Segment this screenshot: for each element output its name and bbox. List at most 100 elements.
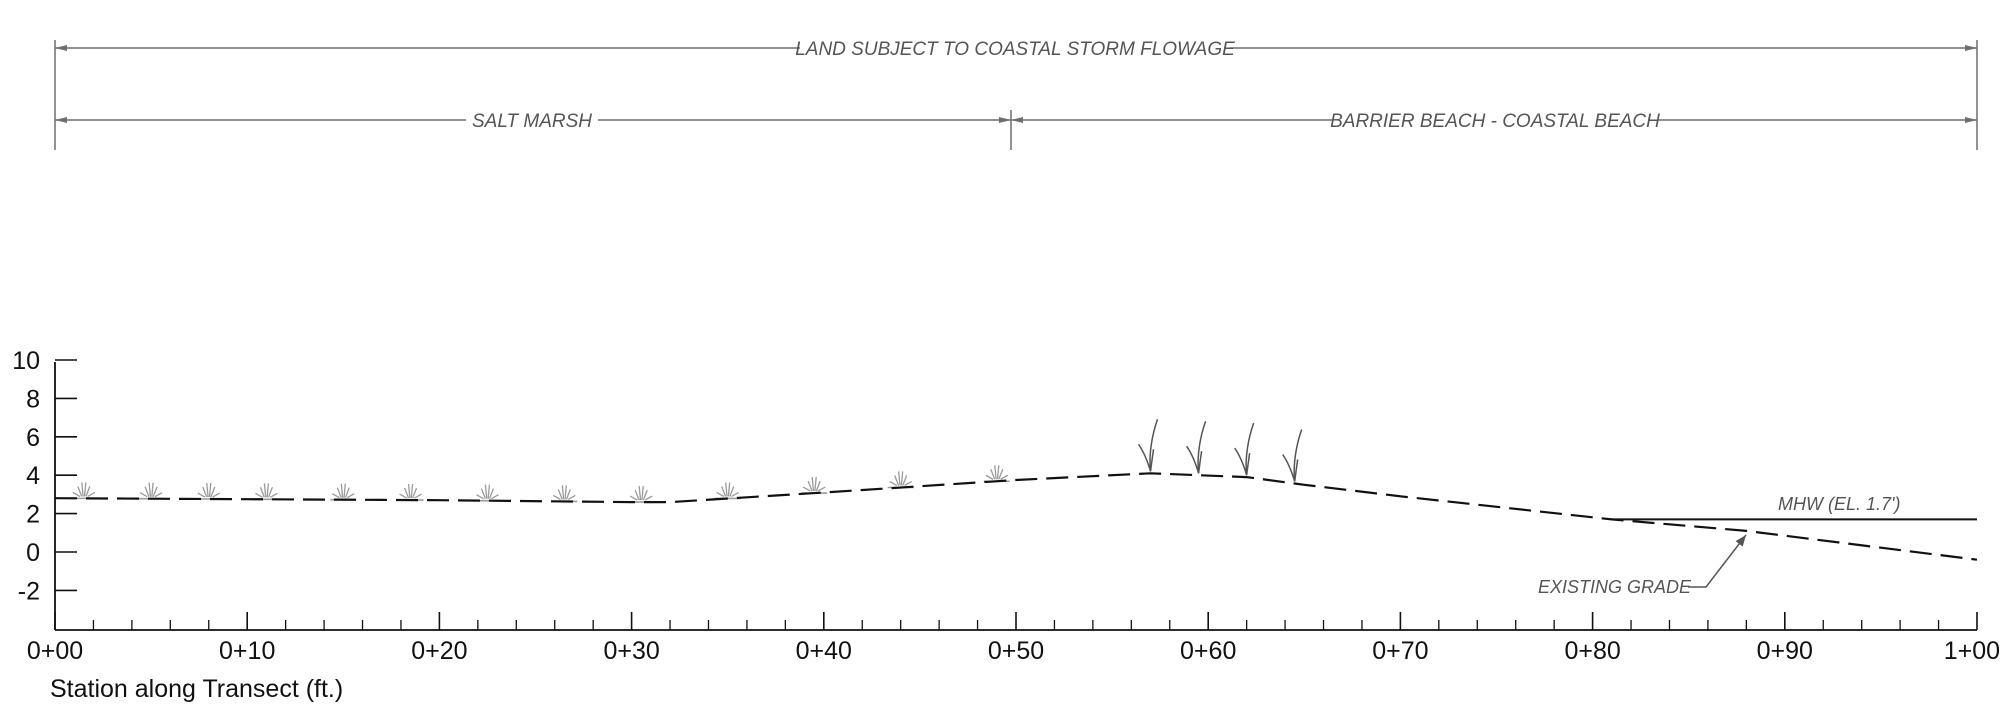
marsh-symbol-blade <box>197 492 206 498</box>
marsh-symbol-blade <box>629 495 638 501</box>
marsh-symbol-blade <box>642 489 648 501</box>
marsh-symbol-blade <box>144 486 150 497</box>
marsh-symbol-blade <box>638 486 642 501</box>
dune-grass-icon <box>1137 419 1159 472</box>
marsh-symbol-blade <box>210 486 216 498</box>
marsh-symbol-blade <box>81 482 84 497</box>
dune-grass-icon <box>1185 420 1207 474</box>
marsh-symbol-blade <box>83 482 87 497</box>
marsh-symbol-blade <box>340 483 344 498</box>
salt-marsh-grass-icon <box>195 482 222 500</box>
dune-grass-blade <box>1197 420 1207 474</box>
dune-grass-icon <box>1234 422 1255 476</box>
marsh-symbol-blade <box>403 487 410 499</box>
marsh-symbol-blade <box>644 495 653 501</box>
marsh-symbol-blade <box>476 494 484 500</box>
marsh-symbol-blade <box>731 491 740 498</box>
y-tick-label: 8 <box>26 385 40 413</box>
marsh-symbol-blade <box>344 487 350 498</box>
x-tick-label: 0+60 <box>1180 637 1236 665</box>
marsh-symbol-blade <box>1000 474 1009 480</box>
marsh-symbol-blade <box>259 487 265 498</box>
marsh-symbol-blade <box>343 483 346 498</box>
y-tick-label: 10 <box>12 347 40 375</box>
salt-marsh-grass-icon <box>138 482 165 500</box>
marsh-symbol-blade <box>904 480 912 487</box>
x-tick-label: 0+10 <box>219 637 275 665</box>
marsh-symbol-blade <box>202 486 208 498</box>
marsh-symbol-blade <box>729 486 735 497</box>
marsh-symbol-blade <box>815 480 821 492</box>
existing-grade-line <box>54 472 1978 561</box>
x-tick-label: 0+90 <box>1757 637 1813 665</box>
marsh-symbol-blade <box>996 465 1000 480</box>
barrier-beach-dimension: BARRIER BEACH - COASTAL BEACH <box>1011 111 1977 132</box>
dune-grass-blade <box>1234 447 1248 476</box>
dune-grass-blade <box>1149 419 1159 472</box>
marsh-symbol-blade <box>255 492 263 498</box>
salt-marsh-grass-icon <box>887 471 914 489</box>
marsh-symbol-blade <box>346 493 355 499</box>
existing-grade-label: EXISTING GRADE <box>1538 577 1692 597</box>
marsh-symbol-blade <box>564 485 567 500</box>
marsh-symbol-blade <box>894 475 900 486</box>
marsh-symbol-blade <box>557 489 563 500</box>
salt-marsh-grass-icon <box>983 465 1010 483</box>
x-tick-label: 0+50 <box>988 637 1044 665</box>
y-tick-label: -2 <box>18 577 40 605</box>
marsh-symbol-blade <box>399 493 408 499</box>
marsh-symbol-blade <box>985 474 994 480</box>
marsh-symbol-blade <box>87 491 96 497</box>
salt-marsh-grass-icon <box>397 483 424 501</box>
salt-marsh-label: SALT MARSH <box>472 111 592 132</box>
marsh-symbol-blade <box>807 480 813 492</box>
marsh-symbol-blade <box>802 486 811 492</box>
salt-marsh-grass-icon <box>551 485 578 503</box>
salt-marsh-vegetation <box>70 465 1010 503</box>
mhw-annotation: MHW (EL. 1.7') <box>1778 494 1900 514</box>
marsh-symbol-blade <box>634 489 640 501</box>
dune-grass-blade <box>1185 445 1200 474</box>
salt-marsh-grass-icon <box>801 477 828 494</box>
marsh-symbol-blade <box>414 493 422 499</box>
marsh-symbol-blade <box>994 465 997 480</box>
x-tick-label: 0+40 <box>796 637 852 665</box>
dune-grass-blade <box>1245 422 1255 476</box>
marsh-symbol-blade <box>154 492 163 498</box>
dune-grass-blade <box>1197 451 1203 474</box>
y-tick-label: 2 <box>26 501 40 529</box>
profile-series <box>54 472 1978 561</box>
marsh-symbol-blade <box>484 484 488 499</box>
marsh-symbol-blade <box>561 485 565 500</box>
marsh-symbol-blade <box>151 482 154 497</box>
barrier-beach-label: BARRIER BEACH - COASTAL BEACH <box>1330 111 1660 132</box>
marsh-symbol-blade <box>488 488 495 499</box>
marsh-symbol-blade <box>898 471 901 486</box>
marsh-symbol-blade <box>72 491 81 497</box>
overall-dimension: LAND SUBJECT TO COASTAL STORM FLOWAGE <box>55 39 1977 60</box>
existing-grade-annotation: EXISTING GRADE <box>1538 534 1747 597</box>
marsh-symbol-blade <box>902 475 908 486</box>
y-tick-label: 4 <box>26 462 40 490</box>
marsh-symbol-blade <box>206 482 209 498</box>
dune-grass-blade <box>1137 443 1152 472</box>
x-tick-label: 1+00 <box>1944 637 2000 665</box>
salt-marsh-grass-icon <box>330 483 357 501</box>
mhw-label: MHW (EL. 1.7') <box>1778 494 1900 514</box>
x-tick-label: 0+20 <box>411 637 467 665</box>
marsh-symbol-blade <box>727 482 731 497</box>
marsh-symbol-blade <box>480 488 486 499</box>
marsh-symbol-blade <box>139 492 148 498</box>
marsh-symbol-blade <box>407 483 411 499</box>
marsh-symbol-blade <box>152 486 158 497</box>
marsh-symbol-blade <box>148 482 152 497</box>
salt-marsh-grass-icon <box>70 482 97 500</box>
y-tick-label: 6 <box>26 424 40 452</box>
overall-dimension-label: LAND SUBJECT TO COASTAL STORM FLOWAGE <box>795 39 1235 60</box>
marsh-symbol-blade <box>721 486 727 497</box>
marsh-symbol-blade <box>716 491 725 498</box>
marsh-symbol-blade <box>212 492 221 498</box>
x-tick-label: 0+30 <box>603 637 659 665</box>
